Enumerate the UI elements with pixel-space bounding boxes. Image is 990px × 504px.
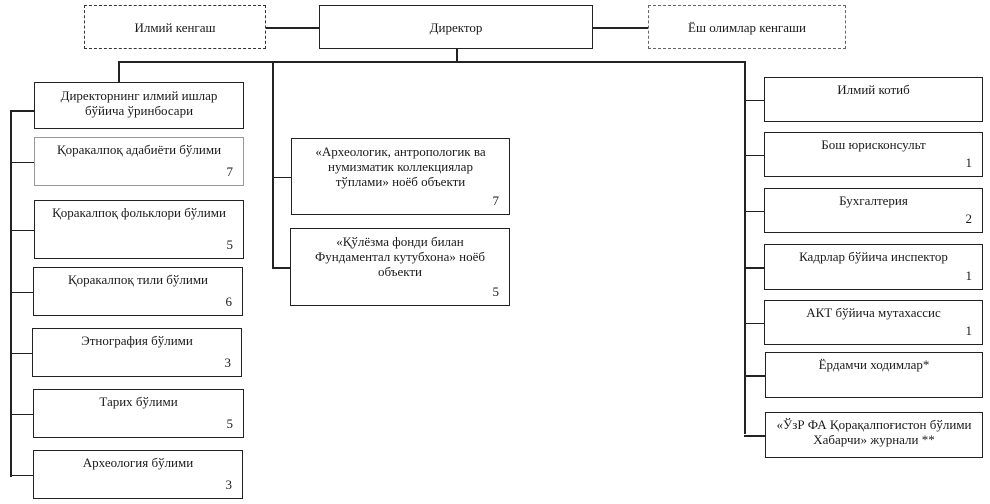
connector [272,176,291,178]
connector [10,229,34,231]
unique-object-box-count: 7 [492,193,500,208]
staff-box-label: АКТ бўйича мутахассис [806,305,941,320]
staff-box-count: 1 [965,323,973,338]
connector [744,322,764,324]
connector [744,375,765,377]
staff-box: Кадрлар бўйича инспектор 1 [764,244,983,290]
department-box-label: Этнография бўлими [81,333,193,348]
staff-box-count: 1 [965,268,973,283]
connector [744,267,764,269]
department-box-count: 5 [226,237,234,252]
connector [10,110,12,477]
department-box-label: Қоракалпоқ адабиёти бўлими [56,142,222,157]
department-box-label: Қоракалпоқ фольклори бўлими [52,205,226,220]
department-box: Этнография бўлими 3 [32,328,242,377]
staff-box: Илмий котиб [764,77,983,122]
unique-object-box-label: «Археологик, антропологик ва нумизматик … [315,144,486,189]
department-box-label: Археология бўлими [82,455,194,470]
young-scientists-council-label: Ёш олимлар кенгаши [688,20,806,35]
connector [744,99,764,101]
department-box: Қоракалпоқ адабиёти бўлими 7 [34,137,244,186]
connector [118,61,120,82]
deputy-director-label: Директорнинг илмий ишлар бўйича ўринбоса… [60,88,218,118]
connector [10,352,32,354]
scientific-council-label: Илмий кенгаш [134,20,216,35]
scientific-council-box: Илмий кенгаш [84,5,266,49]
connector [266,27,319,29]
staff-box-label: Кадрлар бўйича инспектор [799,249,948,264]
staff-box-label: Бухгалтерия [839,193,908,208]
department-box: Қоракалпоқ тили бўлими 6 [33,267,243,316]
department-box-label: Тарих бўлими [99,394,178,409]
staff-box-label: Илмий котиб [837,82,910,97]
connector [10,110,34,112]
director-box: Директор [319,5,593,49]
staff-box: «ЎзР ФА Қорақалпоғистон бўлими Хабарчи» … [765,412,983,458]
connector [744,154,764,156]
connector [10,413,33,415]
staff-box: Бухгалтерия 2 [764,188,983,233]
department-box: Археология бўлими 3 [33,450,243,499]
young-scientists-council-box: Ёш олимлар кенгаши [648,5,846,49]
connector [593,27,648,29]
connector [10,161,34,163]
staff-box-label: Ёрдамчи ходимлар* [818,357,930,372]
staff-box-label: «ЎзР ФА Қорақалпоғистон бўлими Хабарчи» … [776,417,972,447]
connector [10,474,33,476]
unique-object-box: «Қўлёзма фонди билан Фундаментал кутубхо… [290,228,510,306]
connector [118,61,745,63]
staff-box: Бош юрисконсульт 1 [764,132,983,177]
connector [10,291,33,293]
staff-box-label: Бош юрисконсульт [821,137,926,152]
connector [744,61,746,434]
department-box-count: 3 [224,355,232,370]
director-label: Директор [429,20,483,35]
staff-box-count: 2 [965,211,973,226]
department-box-count: 5 [226,416,234,431]
connector [744,435,765,437]
connector [744,210,764,212]
connector [272,267,290,269]
department-box-label: Қоракалпоқ тили бўлими [67,272,209,287]
department-box: Қоракалпоқ фольклори бўлими 5 [34,200,244,259]
unique-object-box-count: 5 [492,284,500,299]
connector [456,49,458,61]
staff-box: АКТ бўйича мутахассис 1 [764,300,983,345]
department-box-count: 3 [225,477,233,492]
unique-object-box: «Археологик, антропологик ва нумизматик … [291,138,510,215]
connector [272,61,274,267]
unique-object-box-label: «Қўлёзма фонди билан Фундаментал кутубхо… [315,234,485,279]
staff-box: Ёрдамчи ходимлар* [765,352,983,398]
deputy-director-box: Директорнинг илмий ишлар бўйича ўринбоса… [34,82,244,129]
department-box-count: 6 [225,294,233,309]
staff-box-count: 1 [965,155,973,170]
department-box: Тарих бўлими 5 [33,389,244,438]
department-box-count: 7 [226,164,234,179]
